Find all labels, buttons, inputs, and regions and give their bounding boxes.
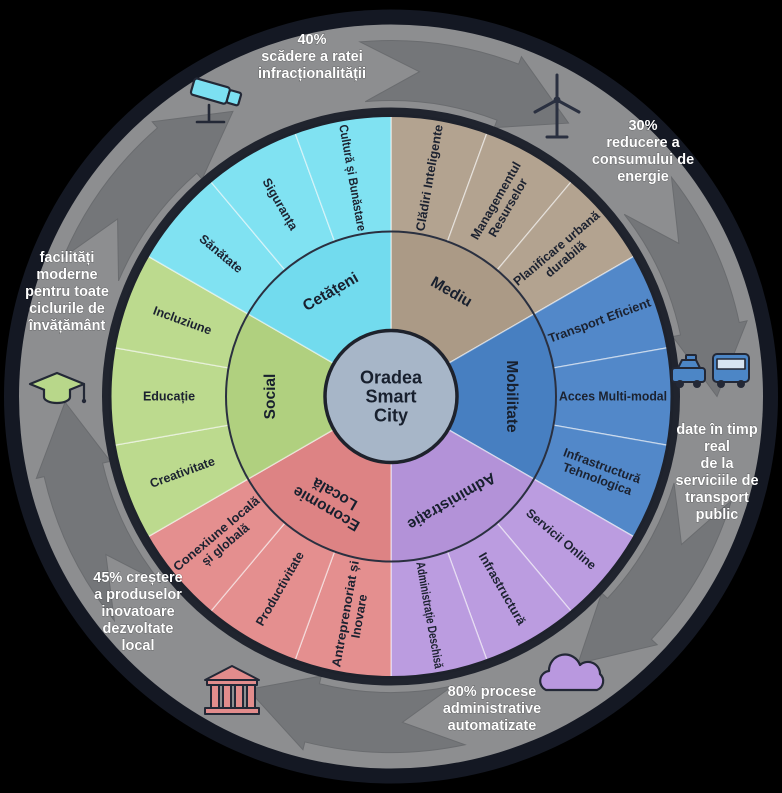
center-circle xyxy=(323,328,459,465)
outer-ring-border xyxy=(108,114,674,679)
cycle-arrow xyxy=(247,675,467,753)
cycle-arrow xyxy=(577,482,733,665)
cycle-arrow xyxy=(358,40,570,129)
cycle-arrow xyxy=(62,110,234,282)
cloud-icon xyxy=(539,653,605,692)
bank-icon xyxy=(204,665,260,715)
label-educatie: Educație xyxy=(143,390,195,404)
cctv-camera-icon xyxy=(189,77,243,124)
graduation-cap-icon xyxy=(28,371,87,405)
inner-ring-border xyxy=(225,230,557,563)
label-mobilitate: Mobilitate xyxy=(504,360,521,433)
taxi-bus-icon xyxy=(671,353,750,388)
cycle-arrow xyxy=(35,401,162,623)
wind-turbine-icon xyxy=(533,73,581,139)
label-social: Social xyxy=(262,374,279,420)
label-acces-multi-modal: Acces Multi-modal xyxy=(559,390,667,404)
